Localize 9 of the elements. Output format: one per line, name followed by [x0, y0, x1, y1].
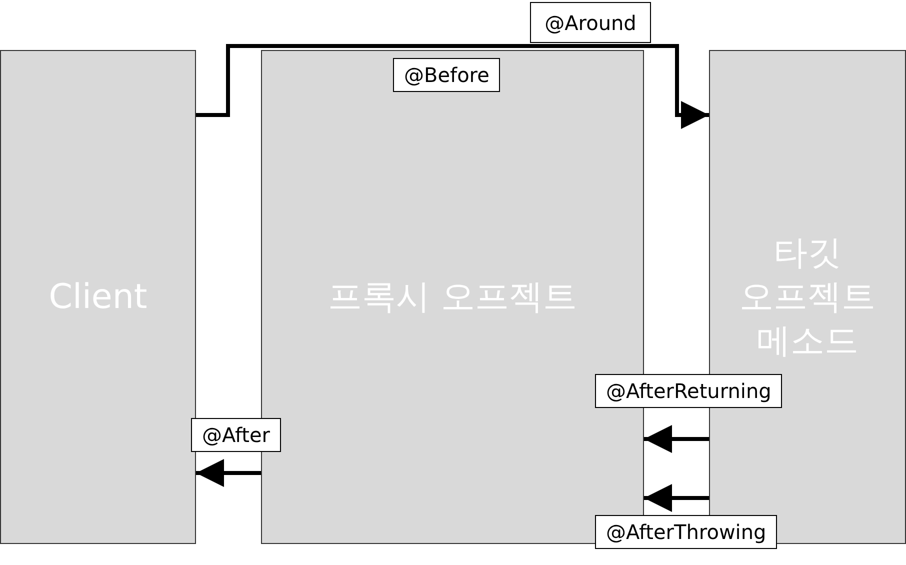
- arrow: [196, 44, 709, 129]
- around-tag: @Around: [530, 2, 651, 43]
- edge-label: @After: [191, 418, 282, 452]
- edge-label: @AfterReturning: [595, 374, 782, 408]
- arrow: [644, 484, 709, 512]
- arrow: [644, 425, 709, 453]
- arrow: [196, 459, 261, 487]
- edge-label: @AfterThrowing: [595, 515, 778, 549]
- edge-label: @Before: [393, 58, 500, 92]
